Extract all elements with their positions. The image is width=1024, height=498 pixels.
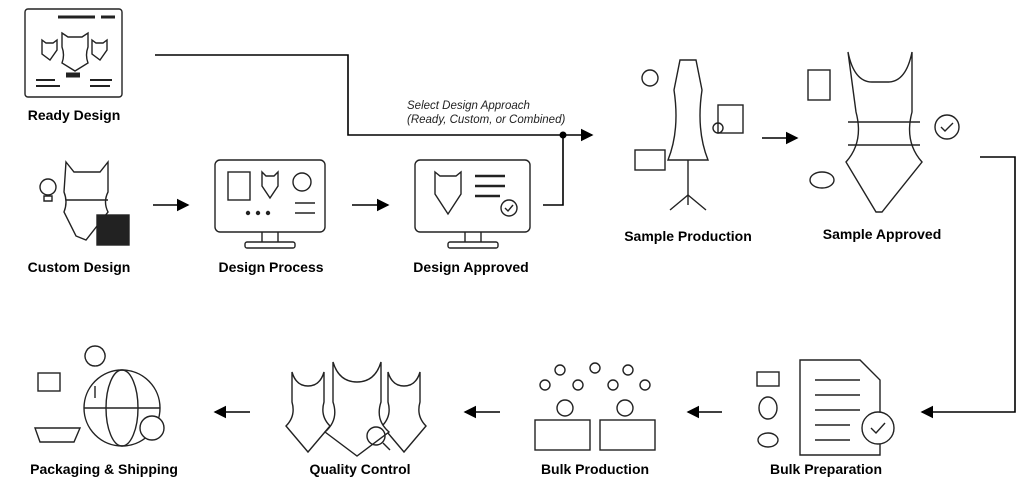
custom-design-icon <box>39 160 130 246</box>
label-bulk-preparation: Bulk Preparation <box>769 461 883 477</box>
sample-production-mannequin-icon <box>634 59 744 211</box>
label-sample-production: Sample Production <box>624 228 752 244</box>
bulk-production-workers-icon <box>534 362 656 451</box>
connector-ready-to-approach <box>155 54 594 142</box>
annotation-line-1: Select Design Approach <box>407 100 530 112</box>
connector-approved-to-approach <box>543 135 564 206</box>
label-design-approved: Design Approved <box>413 259 529 275</box>
sample-approved-swimsuit-icon <box>807 51 960 213</box>
label-bulk-production: Bulk Production <box>540 461 650 477</box>
design-approved-monitor-icon <box>414 159 531 249</box>
design-approach-annotation: Select Design Approach (Ready, Custom, o… <box>407 99 565 127</box>
label-packaging-shipping: Packaging & Shipping <box>30 461 178 477</box>
ready-design-icon <box>24 8 123 98</box>
packaging-shipping-globe-icon <box>34 345 165 447</box>
label-quality-control: Quality Control <box>309 461 411 477</box>
label-custom-design: Custom Design <box>27 259 131 275</box>
junction-dot <box>559 131 567 139</box>
annotation-line-2: (Ready, Custom, or Combined) <box>407 114 566 126</box>
label-ready-design: Ready Design <box>27 107 121 123</box>
design-process-monitor-icon <box>214 159 326 249</box>
label-sample-approved: Sample Approved <box>822 226 942 242</box>
quality-control-swimsuits-icon <box>285 361 427 457</box>
connector-sample-approved-to-bulk-prep <box>920 156 1016 419</box>
label-design-process: Design Process <box>218 259 324 275</box>
bulk-preparation-checklist-icon <box>756 359 895 456</box>
